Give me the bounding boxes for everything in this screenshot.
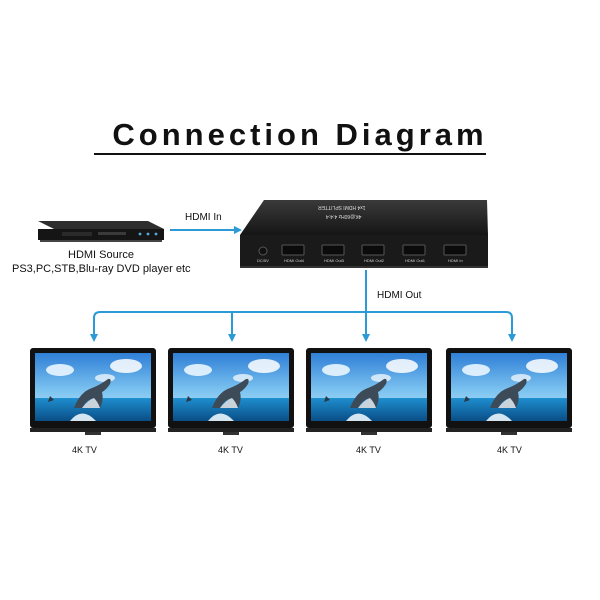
- tv-label-2: 4K TV: [218, 445, 243, 455]
- hdmi-in-label: HDMI In: [185, 212, 222, 223]
- tv-label-3: 4K TV: [356, 445, 381, 455]
- port-label-out3: HDMI Out3: [324, 258, 345, 263]
- port-label-out4: HDMI Out4: [284, 258, 305, 263]
- tv-4: [446, 348, 572, 435]
- port-label-in: HDMI In: [448, 258, 463, 263]
- port-label-out1: HDMI Out1: [405, 258, 426, 263]
- source-name-label: HDMI Source: [68, 249, 135, 261]
- source-description-label: PS3,PC,STB,Blu-ray DVD player etc: [12, 263, 191, 275]
- port-label-dc: DC/5V: [257, 258, 269, 263]
- tv-2: [168, 348, 294, 435]
- tv-1: [30, 348, 156, 435]
- tv-3: [306, 348, 432, 435]
- hdmi-out-label: HDMI Out: [377, 290, 422, 301]
- tv-label-4: 4K TV: [497, 445, 522, 455]
- title-underline: [94, 153, 486, 155]
- hdmi-splitter: [240, 200, 488, 268]
- splitter-subtitle-label: 4K@60Hz 4:4:4: [326, 213, 362, 219]
- splitter-model-label: 1x4 HDMI SPLITTER: [318, 204, 366, 210]
- source-device: [38, 221, 164, 242]
- port-label-out2: HDMI Out2: [364, 258, 385, 263]
- hdmi-out-connectors: [90, 270, 516, 342]
- tv-label-1: 4K TV: [72, 445, 97, 455]
- diagram-title: Connection Diagram: [112, 117, 488, 152]
